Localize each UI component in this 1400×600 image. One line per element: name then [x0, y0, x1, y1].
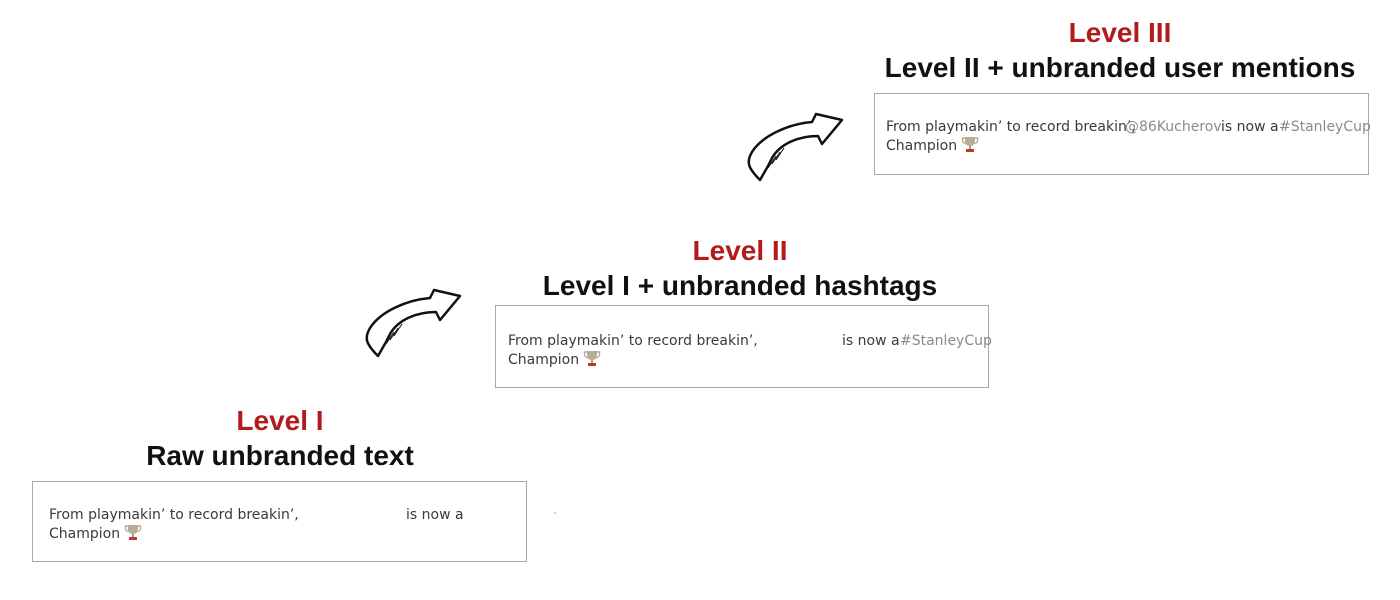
curved-arrow-icon [365, 288, 462, 358]
level-2-heading: Level II Level I + unbranded hashtags [520, 234, 960, 304]
trophy-icon [583, 349, 601, 373]
level-1-name: Level I [236, 405, 324, 436]
level-1-heading: Level I Raw unbranded text [120, 404, 440, 474]
tweet-line-1: From playmakin’ to record breakin’, is n… [508, 331, 992, 351]
tweet-text-now-a: is now a [1221, 119, 1279, 135]
tweet-text-champion: Champion [49, 526, 121, 542]
hashtag-token: #StanleyCup [1279, 119, 1371, 135]
level-2-tweet-box: From playmakin’ to record breakin’, is n… [495, 305, 992, 388]
level-3-tweet-box: From playmakin’ to record breakin’, @86K… [874, 93, 1371, 175]
level-3-name: Level III [1068, 17, 1172, 48]
tweet-line-2: Champion [508, 349, 601, 373]
trophy-icon [961, 135, 979, 159]
tweet-text-start: From playmakin’ to record breakin’, [508, 333, 758, 349]
level-3-heading: Level III Level II + unbranded user ment… [860, 16, 1380, 86]
tweet-text-champion: Champion [508, 352, 580, 368]
curved-arrow-icon [747, 112, 844, 182]
trophy-icon [124, 523, 142, 547]
tweet-line-2: Champion [49, 523, 142, 547]
stray-dot [554, 512, 556, 514]
hashtag-token: #StanleyCup [900, 333, 992, 349]
tweet-line-2: Champion [886, 135, 979, 159]
tweet-text-now-a: is now a [842, 333, 900, 349]
tweet-line-1: From playmakin’ to record breakin’, @86K… [886, 117, 1371, 137]
mention-token: @86Kucherov [1125, 119, 1222, 135]
level-1-tweet-box: From playmakin’ to record breakin’, is n… [32, 481, 527, 562]
tweet-text-start: From playmakin’ to record breakin’, [886, 119, 1136, 135]
level-2-title: Level I + unbranded hashtags [542, 270, 938, 301]
tweet-text-start: From playmakin’ to record breakin’, [49, 507, 299, 523]
level-2-name: Level II [692, 235, 788, 266]
level-1-title: Raw unbranded text [146, 440, 414, 471]
tweet-text-champion: Champion [886, 138, 958, 154]
level-3-title: Level II + unbranded user mentions [884, 52, 1356, 83]
tweet-text-now-a: is now a [406, 507, 464, 523]
tweet-line-1: From playmakin’ to record breakin’, is n… [49, 505, 519, 525]
